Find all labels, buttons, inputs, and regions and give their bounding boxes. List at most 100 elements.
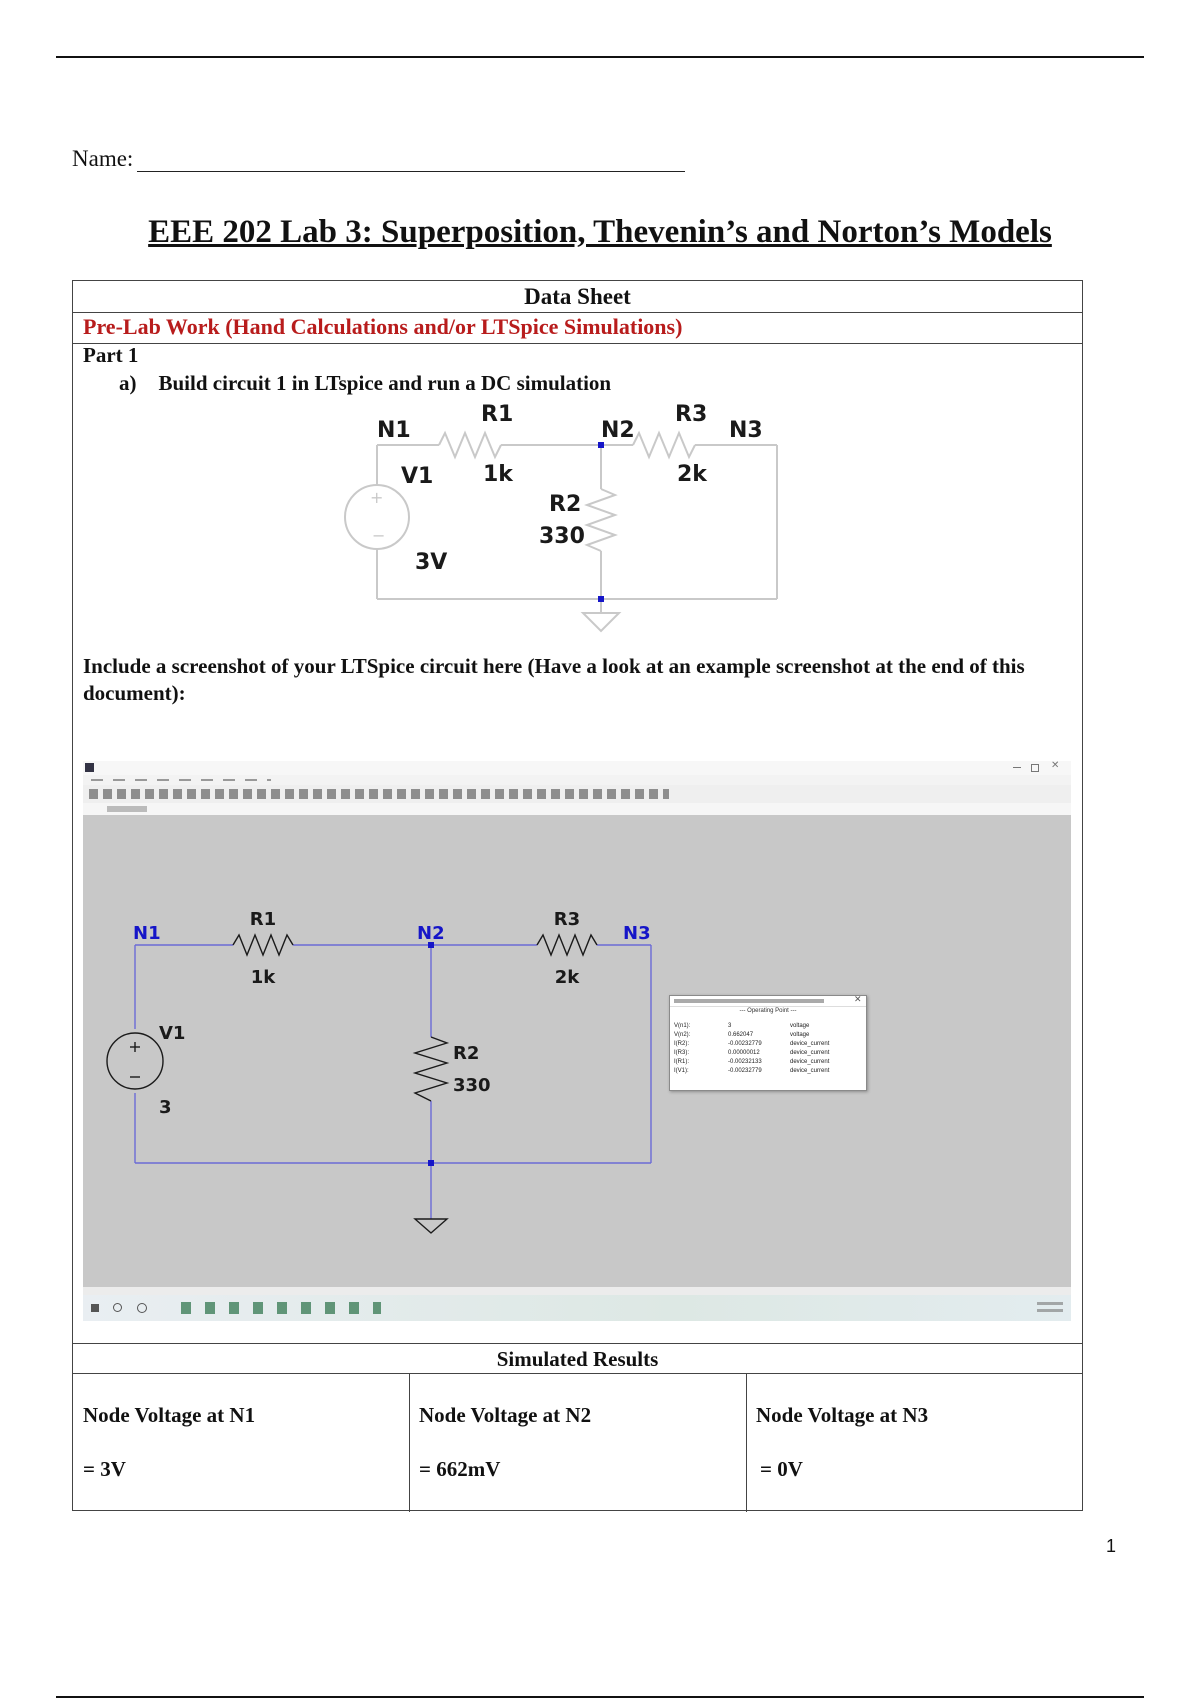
result-value-n1: = 3V <box>83 1457 126 1481</box>
op-value: 0.662047 <box>728 1032 754 1038</box>
circuit-1-schematic: + − N1 N2 N3 R1 1k R3 2k R2 330 V1 3V <box>344 402 778 633</box>
circuit-label-r3: R3 <box>675 402 707 427</box>
operating-point-row: I(R2): -0.00232779 device_current <box>674 1040 862 1049</box>
ltspice-source-symbol <box>106 1032 164 1090</box>
op-quantity: V(n1): <box>674 1023 691 1029</box>
result-cell-n3: Node Voltage at N3 = 0V <box>756 1403 929 1481</box>
window-close-icon[interactable]: ✕ <box>1051 760 1060 771</box>
circuit-label-n2: N2 <box>601 418 635 443</box>
operating-point-row: I(R1): -0.00232133 device_current <box>674 1058 862 1067</box>
part-label: Part 1 <box>83 343 139 367</box>
ltspice-label-r1-value: 1k <box>251 967 277 988</box>
taskbar-app-icons[interactable] <box>181 1302 381 1314</box>
divider <box>73 1343 1082 1344</box>
operating-point-row: V(n1): 3 voltage <box>674 1022 862 1031</box>
ltspice-label-v1-value: 3 <box>159 1097 172 1118</box>
bottom-rule <box>56 1696 1144 1698</box>
prelab-heading: Pre-Lab Work (Hand Calculations and/or L… <box>83 314 683 339</box>
circuit-label-n1: N1 <box>377 418 411 443</box>
op-quantity: I(R3): <box>674 1050 689 1056</box>
divider <box>409 1373 410 1512</box>
document-title: EEE 202 Lab 3: Superposition, Thevenin’s… <box>148 214 1052 250</box>
op-type: device_current <box>790 1068 830 1074</box>
result-label-n3: Node Voltage at N3 <box>756 1403 929 1427</box>
circuit-label-r3-value: 2k <box>677 462 708 487</box>
operating-point-window[interactable]: ✕ --- Operating Point --- V(n1): 3 voltage… <box>669 994 867 1091</box>
circuit-label-r1: R1 <box>481 402 513 427</box>
page-number: 1 <box>1106 1536 1117 1556</box>
op-type: voltage <box>790 1032 810 1038</box>
op-value: 3 <box>728 1023 732 1029</box>
step-a: a)Build circuit 1 in LTspice and run a D… <box>119 371 611 396</box>
operating-point-row: I(V1): -0.00232779 device_current <box>674 1067 862 1076</box>
simulated-results-heading: Simulated Results <box>496 1347 659 1371</box>
taskbar-search-icon[interactable] <box>113 1303 122 1312</box>
ltspice-label-r2-value: 330 <box>453 1075 491 1096</box>
divider <box>73 343 1082 344</box>
op-value: -0.00232779 <box>728 1041 762 1047</box>
ltspice-screenshot: ✕ <box>83 760 1071 1321</box>
ltspice-app-icon <box>85 763 94 772</box>
divider <box>73 1373 1082 1374</box>
ltspice-title-bar: ✕ <box>83 760 1071 775</box>
circuit-label-r2-value: 330 <box>539 524 585 549</box>
circuit-label-r2: R2 <box>549 492 581 517</box>
name-field[interactable]: Name: <box>72 146 686 172</box>
ltspice-label-n1: N1 <box>133 923 161 944</box>
ltspice-label-r2: R2 <box>453 1043 479 1064</box>
taskbar-clock[interactable] <box>1037 1302 1063 1314</box>
op-quantity: I(R1): <box>674 1059 689 1065</box>
screenshot-instruction: Include a screenshot of your LTSpice cir… <box>83 654 1025 705</box>
taskbar-icon[interactable] <box>137 1303 147 1313</box>
window-minimize-icon[interactable] <box>1013 767 1021 768</box>
result-cell-n2: Node Voltage at N2 = 662mV <box>419 1403 592 1481</box>
ltspice-label-v1: V1 <box>159 1023 185 1044</box>
operating-point-title-bar[interactable]: ✕ <box>670 994 866 1007</box>
operating-point-row: I(R3): 0.00000012 device_current <box>674 1049 862 1058</box>
ltspice-label-r3-value: 2k <box>555 967 581 988</box>
result-label-n2: Node Voltage at N2 <box>419 1403 592 1427</box>
op-type: device_current <box>790 1050 830 1056</box>
step-letter: a) <box>119 371 137 395</box>
window-maximize-icon[interactable] <box>1031 764 1039 772</box>
ltspice-menu-bar[interactable] <box>83 775 1071 785</box>
op-value: -0.00232779 <box>728 1068 762 1074</box>
circuit-label-v1-value: 3V <box>415 550 447 575</box>
op-quantity: I(R2): <box>674 1041 689 1047</box>
op-type: device_current <box>790 1059 830 1065</box>
op-value: -0.00232133 <box>728 1059 762 1065</box>
op-type: voltage <box>790 1023 810 1029</box>
circuit-label-r1-value: 1k <box>483 462 514 487</box>
result-cell-n1: Node Voltage at N1 = 3V <box>83 1403 256 1481</box>
result-value-n2: = 662mV <box>419 1457 501 1481</box>
divider <box>746 1373 747 1512</box>
ltspice-toolbar[interactable] <box>83 785 1071 804</box>
start-button[interactable] <box>91 1304 99 1312</box>
voltage-source-symbol <box>344 484 410 550</box>
ltspice-canvas[interactable]: N1 N2 N3 R1 1k R3 2k R2 330 V1 3 <box>83 815 1071 1287</box>
result-value-n3: = 0V <box>760 1457 803 1481</box>
ltspice-label-r1: R1 <box>250 909 276 930</box>
op-quantity: I(V1): <box>674 1068 689 1074</box>
svg-text:+: + <box>370 488 383 507</box>
operating-point-close-icon[interactable]: ✕ <box>854 994 862 1004</box>
data-sheet-table: Data Sheet Pre-Lab Work (Hand Calculatio… <box>72 280 1083 1512</box>
circuit-label-v1: V1 <box>401 464 433 489</box>
data-sheet-heading: Data Sheet <box>524 284 631 309</box>
operating-point-heading: --- Operating Point --- <box>739 1008 797 1014</box>
op-value: 0.00000012 <box>728 1050 760 1056</box>
name-label: Name: <box>72 146 134 171</box>
top-rule <box>56 56 1144 58</box>
result-label-n1: Node Voltage at N1 <box>83 1403 256 1427</box>
ltspice-label-r3: R3 <box>554 909 580 930</box>
ltspice-status-bar <box>83 1287 1071 1295</box>
windows-taskbar[interactable] <box>83 1295 1071 1321</box>
name-blank-line[interactable] <box>137 149 686 172</box>
divider <box>73 312 1082 313</box>
ltspice-label-n3: N3 <box>623 923 651 944</box>
svg-text:−: − <box>372 526 385 545</box>
op-quantity: V(n2): <box>674 1032 691 1038</box>
op-type: device_current <box>790 1041 830 1047</box>
operating-point-row: V(n2): 0.662047 voltage <box>674 1031 862 1040</box>
